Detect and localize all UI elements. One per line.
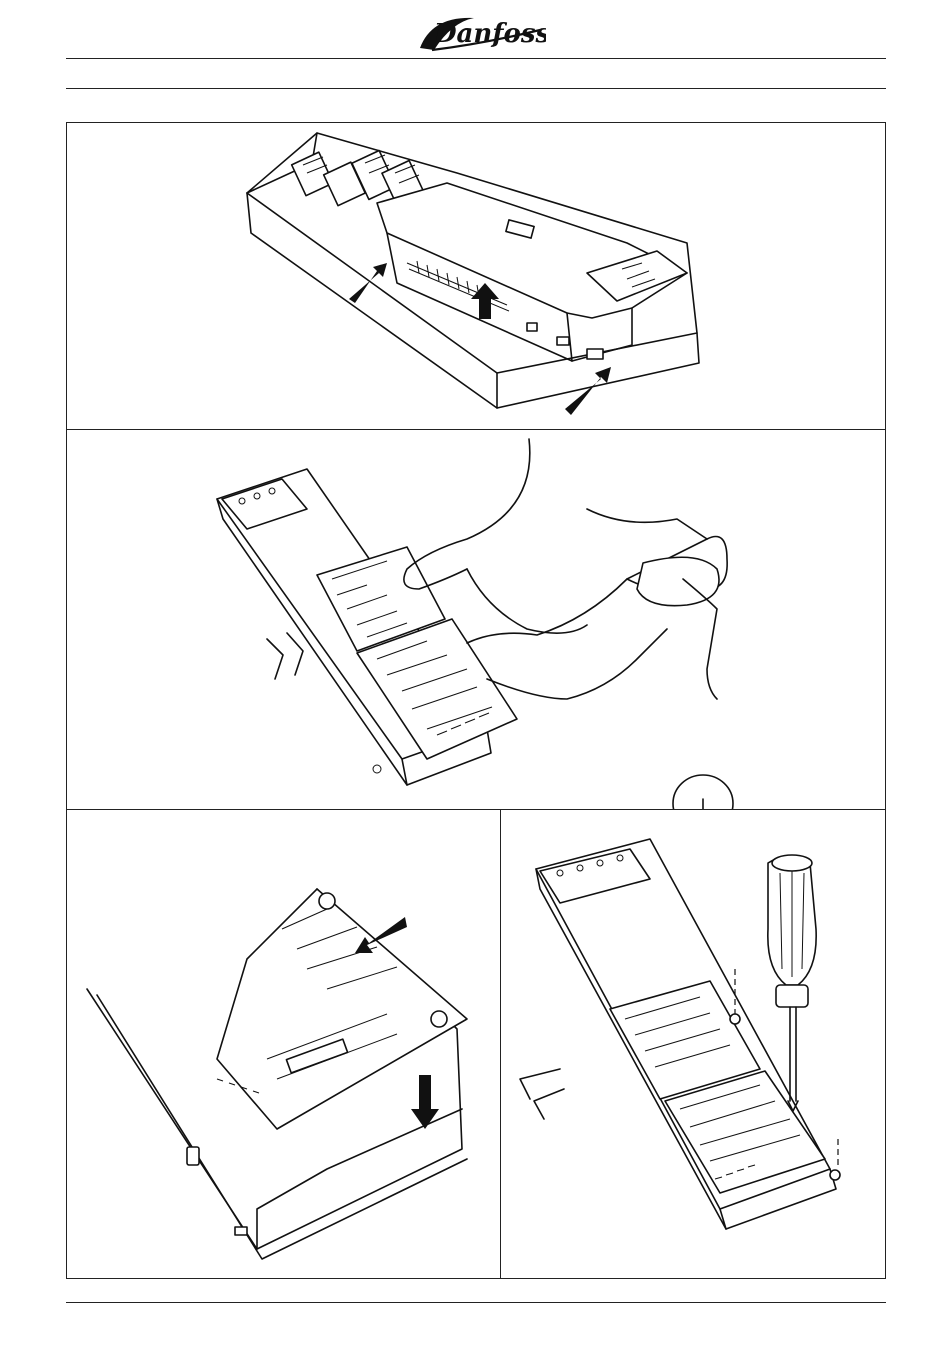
illustration-remove-cover bbox=[67, 123, 885, 429]
brand-logo: Danfoss bbox=[412, 8, 546, 58]
figure-frame bbox=[66, 122, 886, 1279]
screwdriver-icon bbox=[768, 855, 816, 1111]
ground-symbol-icon bbox=[673, 775, 733, 809]
slot-icon bbox=[187, 1147, 199, 1165]
header-rule-top bbox=[66, 58, 886, 59]
lift-arrow-icon bbox=[471, 283, 499, 319]
svg-text:Danfoss: Danfoss bbox=[433, 19, 546, 49]
option-card-icon bbox=[317, 547, 517, 759]
header-rule-bottom bbox=[66, 88, 886, 89]
illustration-insert-option-card bbox=[67, 429, 885, 809]
illustration-fasten-screws bbox=[500, 809, 885, 1278]
footer-rule bbox=[66, 1302, 886, 1303]
illustration-seat-card bbox=[67, 809, 500, 1278]
